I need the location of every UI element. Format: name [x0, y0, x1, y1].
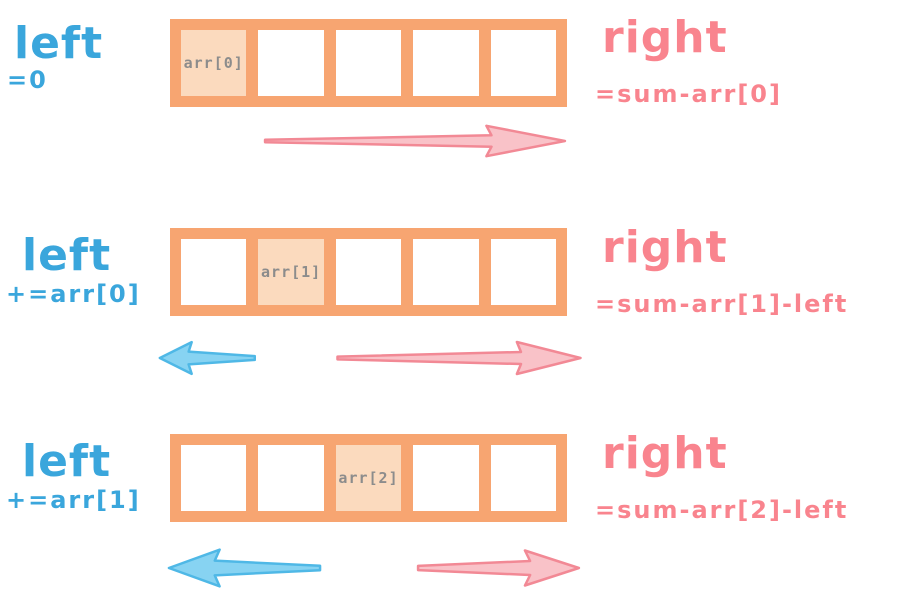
right-pointer-label: right [602, 428, 728, 479]
left-pointer-formula: +=arr[0] [6, 280, 141, 308]
right-pointer-label: right [602, 12, 728, 63]
highlighted-array-cell: arr[2] [335, 445, 402, 511]
array-cell [181, 445, 247, 511]
highlighted-array-cell: arr[1] [258, 239, 324, 305]
highlighted-array-cell: arr[0] [181, 30, 247, 96]
blue-left-arrow [166, 546, 322, 590]
left-pointer-label: left [22, 230, 112, 281]
left-pointer-formula: +=arr[1] [6, 486, 141, 514]
array-cell [413, 30, 479, 96]
array-cell [335, 30, 402, 96]
array-cell [181, 239, 247, 305]
array-row-3: arr[2] [170, 434, 567, 522]
right-pointer-formula: =sum-arr[1]-left [595, 290, 849, 318]
blue-left-arrow [158, 339, 256, 377]
array-row-1: arr[0] [170, 19, 567, 107]
array-cell [335, 239, 402, 305]
array-cell [490, 30, 557, 96]
array-cell [490, 239, 557, 305]
array-cell [490, 445, 557, 511]
array-row-2: arr[1] [170, 228, 567, 316]
array-cell [413, 239, 479, 305]
left-pointer-label: left [14, 18, 104, 69]
array-cell [413, 445, 479, 511]
array-cell [258, 30, 324, 96]
right-pointer-label: right [602, 222, 728, 273]
pink-right-arrow [335, 338, 583, 378]
left-pointer-label: left [22, 436, 112, 487]
pink-right-arrow [416, 547, 582, 589]
pink-right-arrow [262, 122, 568, 160]
right-pointer-formula: =sum-arr[0] [595, 80, 782, 108]
array-cell [258, 445, 324, 511]
left-pointer-formula: =0 [7, 66, 48, 94]
right-pointer-formula: =sum-arr[2]-left [595, 496, 849, 524]
